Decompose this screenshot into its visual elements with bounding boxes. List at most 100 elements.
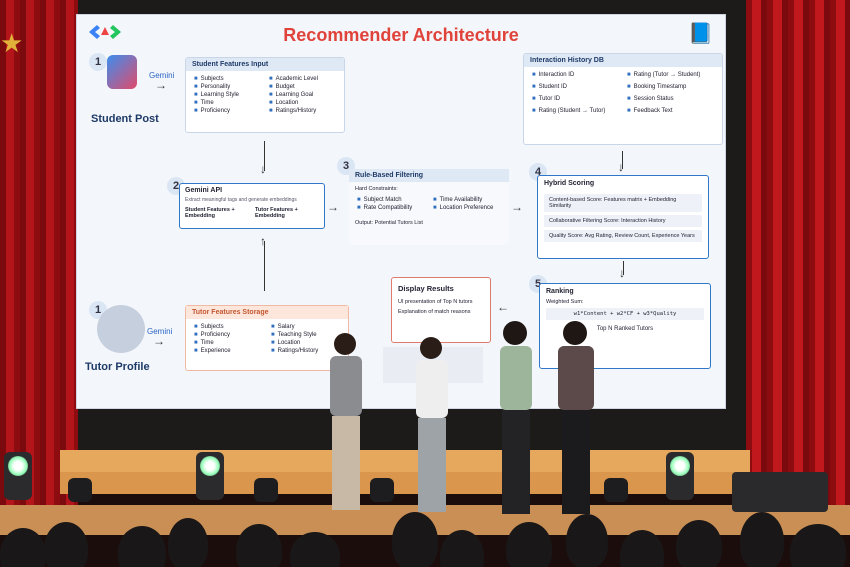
arrow-up-icon: ↑ [260,234,266,248]
interaction-field-item: ■Booking Timestamp [627,84,714,90]
interaction-db-box: Interaction History DB ■Interaction ID■R… [523,53,723,145]
bullet-icon: ■ [627,72,631,78]
student-feature-item: ■Proficiency [194,108,261,114]
interaction-field-item: ■Tutor ID [532,96,619,102]
bullet-icon: ■ [627,96,631,102]
bullet-icon: ■ [627,84,631,90]
tutor-feature-item-label: Teaching Style [277,332,317,338]
student-feature-item: ■Learning Goal [269,92,336,98]
constraint-item-label: Location Preference [439,205,494,211]
bullet-icon: ■ [269,100,273,106]
bullet-icon: ■ [194,76,198,82]
interaction-field-item: ■Rating (Tutor → Student) [627,72,714,78]
arrow-left-icon: ← [497,300,509,314]
student-feature-item-label: Ratings/History [275,108,317,114]
bullet-icon: ■ [194,100,198,106]
presenter-2 [416,337,448,512]
hybrid-scoring-header: Hybrid Scoring [544,180,595,187]
arrow-right-icon: → [155,78,167,92]
student-feature-item: ■Academic Level [269,76,336,82]
stage-light [196,452,224,500]
interaction-field-item: ■Feedback Text [627,108,714,114]
star-decoration: ★ [0,28,24,58]
student-feature-item: ■Personality [194,84,261,90]
bullet-icon: ■ [627,108,631,114]
interaction-field-item: ■Interaction ID [532,72,619,78]
tutor-avatar-icon [97,305,145,353]
interaction-field-item-label: Feedback Text [633,108,673,114]
presenter-1 [330,333,362,510]
tutor-feature-item-label: Time [200,340,214,346]
gemini-label: Gemini [149,71,175,80]
arrow-down-icon: ↓ [618,160,624,174]
rule-filter-output: Output: Potential Tutors List [355,220,423,226]
student-feature-item-label: Learning Style [200,92,239,98]
gemini-api-box: Gemini API Extract meaningful tags and g… [179,183,325,229]
hybrid-scoring-box: Hybrid Scoring Content-based Score: Feat… [537,175,709,259]
bullet-icon: ■ [269,76,273,82]
tutor-feature-item: ■Salary [271,324,340,330]
display-results-line2: Explanation of match reasons [398,309,471,315]
audience [0,510,850,567]
tutor-feature-item-label: Salary [277,324,295,330]
bullet-icon: ■ [269,108,273,114]
tutor-feature-item: ■Ratings/History [271,348,340,354]
bullet-icon: ■ [532,84,536,90]
tutor-feature-item-label: Location [277,340,301,346]
presenter-4 [558,321,594,514]
tutor-feature-item-label: Experience [200,348,231,354]
rule-filter-header: Rule-Based Filtering [349,169,509,182]
arrow-right-icon: → [327,200,339,214]
connector-line [264,241,265,291]
bullet-icon: ■ [269,92,273,98]
slide-title: Recommender Architecture [283,25,519,45]
rule-filter-box: Rule-Based Filtering Hard Constraints: ■… [349,169,509,245]
display-results-box: Display Results UI presentation of Top N… [391,277,491,343]
constraint-item: ■Rate Compatibility [357,205,425,211]
student-feature-item-label: Personality [200,84,231,90]
content-score-row: Content-based Score: Features matrix + E… [544,194,702,212]
tutor-feature-item: ■Time [194,340,263,346]
presenter-3 [500,321,532,514]
constraint-item: ■Location Preference [433,205,501,211]
tutor-feature-item-label: Proficiency [200,332,230,338]
interaction-db-list: ■Interaction ID■Rating (Tutor → Student)… [524,67,722,119]
student-feature-item-label: Learning Goal [275,92,314,98]
constraint-item-label: Rate Compatibility [363,205,413,211]
bullet-icon: ■ [357,197,361,203]
right-curtain [746,0,850,520]
tutor-feature-item: ■Location [271,340,340,346]
weighted-sum-label: Weighted Sum: [546,299,584,305]
student-post-icon [107,55,137,89]
book-icon: 📘 [688,23,713,45]
tutor-feature-item-label: Ratings/History [277,348,319,354]
tutor-feature-item: ■Experience [194,348,263,354]
gemini-label: Gemini [147,327,173,336]
interaction-field-item-label: Student ID [538,84,567,90]
bullet-icon: ■ [532,108,536,114]
arrow-right-icon: → [153,334,165,348]
bullet-icon: ■ [433,205,437,211]
student-feature-item: ■Subjects [194,76,261,82]
interaction-field-item: ■Student ID [532,84,619,90]
left-curtain [0,0,78,520]
bullet-icon: ■ [271,348,275,354]
bullet-icon: ■ [194,324,198,330]
ranking-formula: w1*Content + w2*CF + w3*Quality [546,308,704,320]
bullet-icon: ■ [532,72,536,78]
tutor-features-list: ■Subjects■Salary■Proficiency■Teaching St… [186,319,348,359]
projection-screen: Recommender Architecture 📘 1 Gemini → St… [76,14,726,409]
bullet-icon: ■ [194,340,198,346]
stage-light [666,452,694,500]
tutor-feature-item: ■Teaching Style [271,332,340,338]
gemini-api-header: Gemini API [185,187,223,194]
student-feature-item: ■Ratings/History [269,108,336,114]
constraint-item-label: Subject Match [363,197,402,203]
bullet-icon: ■ [194,332,198,338]
stage-light [604,478,628,502]
student-features-header: Student Features Input [186,58,344,71]
interaction-field-item-label: Rating (Tutor → Student) [633,72,701,78]
ranking-result: Top N Ranked Tutors [596,326,654,332]
connector-line [623,261,624,275]
arrow-down-icon: ↓ [619,266,625,280]
